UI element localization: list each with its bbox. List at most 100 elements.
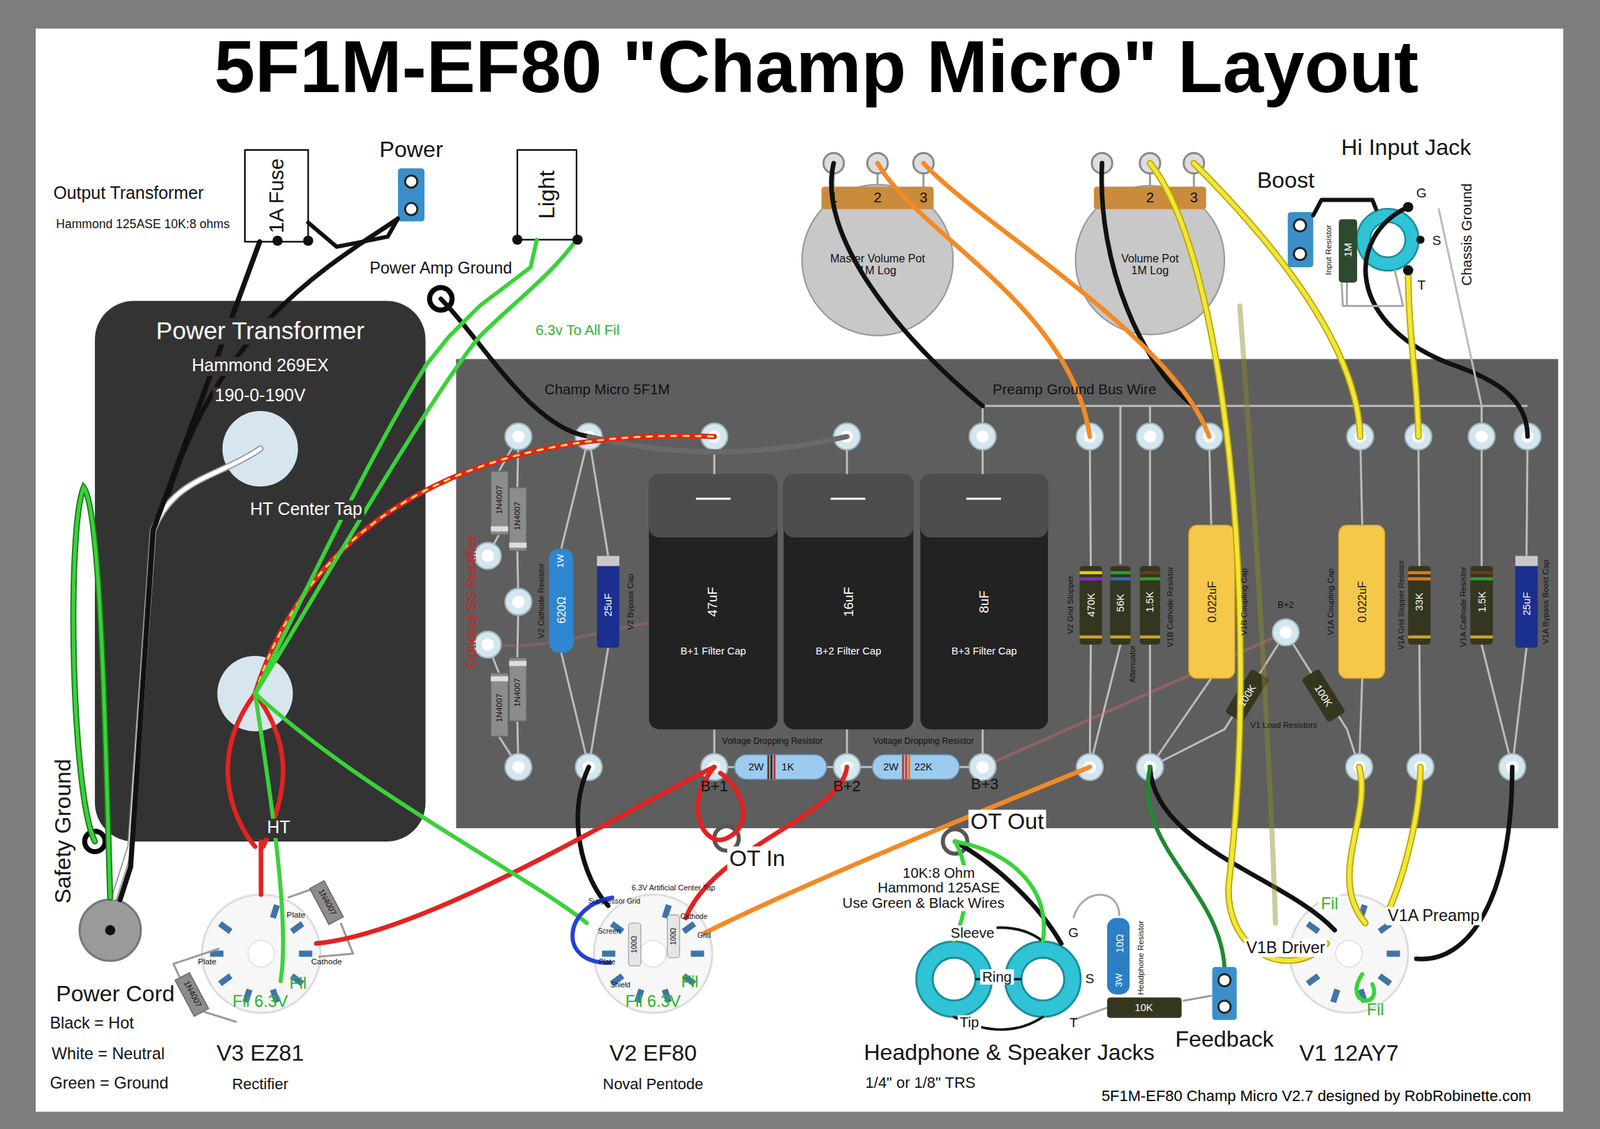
fuse-box: 1A Fuse <box>245 150 309 243</box>
label-text: Ring <box>980 969 1014 985</box>
node-text: Hi Input Jack <box>1341 135 1471 160</box>
caption: 5F1M-EF80 Champ Micro V2.7 designed by R… <box>1101 1088 1531 1106</box>
node-text: V2 EF80 <box>609 1041 697 1066</box>
node-text: B+3 Filter Cap <box>951 645 1018 657</box>
switch-body <box>1287 212 1314 268</box>
node-text: Volume Pot 1M Log <box>1116 252 1184 277</box>
board-eyelet <box>1272 619 1300 646</box>
label-text: 1/4" or 1/8" TRS <box>865 1075 976 1092</box>
wire <box>704 163 1210 935</box>
node-text: Master Volume Pot 1M Log <box>826 252 929 277</box>
resistor-body <box>548 548 574 653</box>
label-text: Power Amp Ground <box>367 259 514 278</box>
wire <box>316 767 715 944</box>
power-switch: Power <box>397 168 425 222</box>
label-text: Grid <box>697 931 711 940</box>
node-text: 25uF <box>602 593 614 617</box>
component-lead <box>1149 632 1360 768</box>
title: 5F1M-EF80 "Champ Micro" Layout <box>214 27 1420 109</box>
terminal-dot <box>1403 201 1414 213</box>
switch-body <box>1218 974 1231 988</box>
wire <box>73 163 1528 1031</box>
terminal-dot <box>1416 235 1425 245</box>
eyelet-board-body <box>455 359 1559 829</box>
capacitor-body <box>1515 556 1538 567</box>
diode-body <box>490 676 509 682</box>
board-eyelet <box>505 753 532 781</box>
tube-socket <box>594 894 713 1014</box>
label-text: 100Ω <box>669 928 678 946</box>
node-text: 33K <box>1413 592 1425 611</box>
node-text: Light <box>534 170 560 220</box>
label-text: V1A Preamp <box>1385 907 1482 926</box>
label-text: Plate <box>598 958 616 967</box>
node-text: Attenuator <box>1129 645 1139 684</box>
diode-body <box>490 471 527 737</box>
node-text: 100K <box>1235 682 1258 709</box>
resistor-body <box>1470 577 1493 581</box>
switch-body <box>397 168 425 222</box>
capacitor-body <box>920 474 1048 730</box>
headphone-resistor-body <box>1107 918 1130 996</box>
terminal-dot <box>572 234 583 246</box>
component-lead <box>487 406 1529 768</box>
resistor-body <box>905 755 908 780</box>
resistor-body <box>908 755 911 780</box>
diode-symbol: 1N4007 <box>490 471 509 535</box>
potentiometer: Volume Pot 1M Log <box>1075 185 1225 335</box>
resistor-body <box>1408 566 1431 646</box>
wire <box>73 487 111 899</box>
label-text: Fil 6.3V <box>625 993 681 1012</box>
label-text: 1 <box>830 189 838 206</box>
capacitor-body <box>783 474 914 539</box>
node-text: 1N4007 <box>181 980 204 1010</box>
resistor-body <box>1139 635 1161 639</box>
resistor-symbol: 1.5K V1B Cathode Resistor <box>1137 559 1181 662</box>
node-text: V1B Cathode Resistor <box>1167 566 1177 648</box>
node-text: 1N4007 <box>513 501 523 531</box>
resistor-body <box>1079 635 1103 639</box>
resistor-body <box>734 755 827 780</box>
node-text: 22K <box>914 761 933 773</box>
resistor-body <box>1079 577 1103 581</box>
wire-connector <box>1313 200 1376 216</box>
wire <box>440 298 589 437</box>
power-transformer-body <box>94 300 426 842</box>
capacitor-body <box>649 474 778 730</box>
resistor-body <box>1079 571 1103 575</box>
capacitor-body <box>966 497 1002 500</box>
label-text: T <box>1417 278 1426 294</box>
input-jack: Hi Input Jack <box>1357 209 1419 271</box>
node-text: HT <box>265 818 293 838</box>
terminal-dot <box>1403 265 1414 276</box>
label-text: Suppressor Grid <box>588 898 641 907</box>
terminal-dot <box>512 234 523 246</box>
node-text: HT Center Tap <box>247 500 365 520</box>
node-text: 1.5K <box>1144 591 1156 613</box>
resistor-body <box>1408 635 1431 639</box>
tube-socket <box>201 894 321 1014</box>
resistor-body <box>1408 571 1431 575</box>
rectifier-diode <box>175 973 209 1018</box>
wire <box>1416 767 1513 960</box>
node-text: 1W <box>556 554 567 569</box>
node-text: 470K <box>1085 593 1097 618</box>
label-text: Plate <box>286 911 306 921</box>
node-text: 620Ω <box>554 596 568 625</box>
wire <box>254 240 576 694</box>
capacitor-symbol: 25uFV2 Bypass Cap <box>594 554 642 650</box>
label-text: Safety Ground <box>50 759 76 905</box>
label-text: Hammond 125ASE <box>875 880 1002 897</box>
label-text: Use Green & Black Wires <box>840 896 1007 912</box>
wire <box>1149 767 1335 931</box>
eyelet-board-body <box>455 359 1559 829</box>
wire-connector <box>1183 996 1212 1002</box>
node-text: Feedback <box>1174 1027 1274 1053</box>
label-text: 10K:8 Ohm <box>900 865 977 881</box>
node-text: Power Transformer <box>154 318 367 346</box>
board-eyelet <box>1468 423 1495 451</box>
wire <box>1239 306 1276 924</box>
label-text: Voltage Dropping Resistor <box>873 737 974 747</box>
wire <box>1149 163 1420 962</box>
wire <box>254 436 715 694</box>
